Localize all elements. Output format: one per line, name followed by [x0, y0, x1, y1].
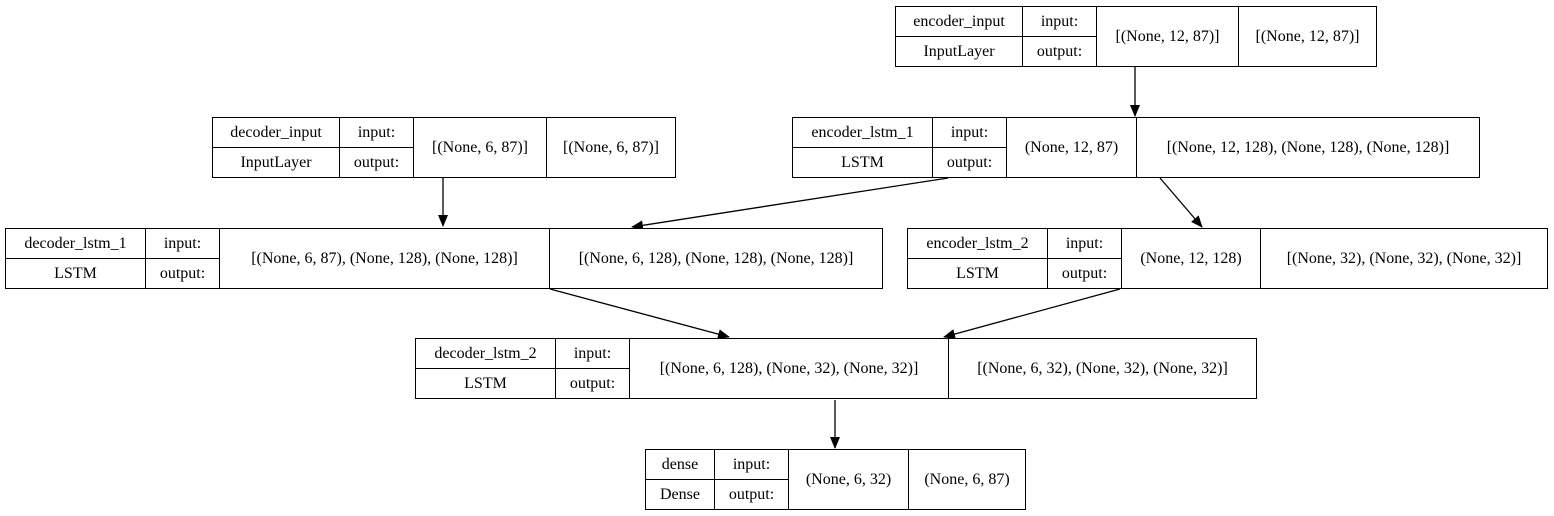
io-label-cell: input: output: — [715, 450, 789, 509]
output-shape-cell: [(None, 12, 128), (None, 128), (None, 12… — [1137, 118, 1479, 177]
layer-type: LSTM — [416, 368, 555, 398]
input-shape: (None, 6, 32) — [805, 470, 892, 488]
node-encoder-lstm-2[interactable]: encoder_lstm_2 LSTM input: output: (None… — [907, 228, 1548, 289]
output-shape-cell: [(None, 6, 87)] — [547, 118, 675, 177]
input-shape-cell: [(None, 12, 87)] — [1097, 7, 1239, 66]
edge-encoder-lstm-2-to-decoder-lstm-2 — [943, 288, 1121, 339]
input-label: input: — [1040, 12, 1079, 30]
layer-name-cell: decoder_lstm_2 LSTM — [416, 339, 556, 398]
layer-name: encoder_lstm_1 — [811, 123, 914, 141]
layer-type: InputLayer — [213, 147, 339, 177]
layer-type: LSTM — [908, 258, 1047, 288]
layer-name-cell: decoder_lstm_1 LSTM — [6, 229, 146, 288]
node-decoder-lstm-2[interactable]: decoder_lstm_2 LSTM input: output: [(Non… — [415, 338, 1257, 399]
input-label: input: — [573, 344, 612, 362]
input-shape: [(None, 6, 87)] — [432, 138, 528, 156]
input-label: input: — [163, 234, 202, 252]
input-label: input: — [357, 123, 396, 141]
layer-name: dense — [661, 455, 699, 473]
layer-name: encoder_input — [913, 12, 1005, 30]
input-label: input: — [732, 455, 771, 473]
node-dense[interactable]: dense Dense input: output: (None, 6, 32)… — [645, 449, 1026, 510]
io-label-cell: input: output: — [340, 118, 414, 177]
output-shape-cell: (None, 6, 87) — [909, 450, 1025, 509]
layer-name: decoder_lstm_1 — [24, 234, 127, 252]
output-shape: [(None, 12, 128), (None, 128), (None, 12… — [1166, 138, 1450, 156]
output-shape: [(None, 6, 32), (None, 32), (None, 32)] — [977, 359, 1228, 377]
layer-type: InputLayer — [896, 36, 1022, 66]
input-shape-cell: [(None, 6, 87)] — [414, 118, 547, 177]
edge-encoder-lstm-1-to-decoder-lstm-1 — [631, 177, 949, 231]
layer-type: LSTM — [793, 147, 932, 177]
layer-name-cell: encoder_input InputLayer — [896, 7, 1023, 66]
output-label: output: — [1048, 258, 1121, 288]
edge-encoder-lstm-1-to-encoder-lstm-2 — [1159, 177, 1203, 228]
layer-name: encoder_lstm_2 — [926, 234, 1029, 252]
input-shape: (None, 12, 87) — [1024, 138, 1119, 156]
output-shape: [(None, 6, 87)] — [563, 138, 659, 156]
input-shape: [(None, 12, 87)] — [1115, 27, 1220, 45]
output-label: output: — [340, 147, 413, 177]
output-label: output: — [933, 147, 1006, 177]
io-label-cell: input: output: — [1048, 229, 1122, 288]
input-shape-cell: (None, 6, 32) — [789, 450, 909, 509]
input-shape-cell: [(None, 6, 87), (None, 128), (None, 128)… — [220, 229, 550, 288]
layer-type: LSTM — [6, 258, 145, 288]
input-shape: [(None, 6, 87), (None, 128), (None, 128)… — [251, 249, 518, 267]
node-decoder-lstm-1[interactable]: decoder_lstm_1 LSTM input: output: [(Non… — [5, 228, 883, 289]
layer-name: decoder_input — [230, 123, 322, 141]
input-shape-cell: (None, 12, 87) — [1007, 118, 1137, 177]
node-decoder-input[interactable]: decoder_input InputLayer input: output: … — [212, 117, 676, 178]
output-shape-cell: [(None, 32), (None, 32), (None, 32)] — [1261, 229, 1547, 288]
node-encoder-lstm-1[interactable]: encoder_lstm_1 LSTM input: output: (None… — [792, 117, 1480, 178]
input-label: input: — [1065, 234, 1104, 252]
layer-type: Dense — [646, 479, 714, 509]
node-encoder-input[interactable]: encoder_input InputLayer input: output: … — [895, 6, 1377, 67]
output-label: output: — [1023, 36, 1096, 66]
output-shape: (None, 6, 87) — [924, 470, 1010, 488]
layer-name-cell: encoder_lstm_1 LSTM — [793, 118, 933, 177]
input-shape: (None, 12, 128) — [1140, 249, 1242, 267]
output-shape-cell: [(None, 12, 87)] — [1239, 7, 1376, 66]
input-shape: [(None, 6, 128), (None, 32), (None, 32)] — [659, 359, 919, 377]
io-label-cell: input: output: — [1023, 7, 1097, 66]
output-shape: [(None, 6, 128), (None, 128), (None, 128… — [578, 249, 854, 267]
output-label: output: — [715, 479, 788, 509]
io-label-cell: input: output: — [556, 339, 630, 398]
output-label: output: — [556, 368, 629, 398]
input-label: input: — [950, 123, 989, 141]
layer-name-cell: decoder_input InputLayer — [213, 118, 340, 177]
output-shape: [(None, 32), (None, 32), (None, 32)] — [1286, 249, 1522, 267]
input-shape-cell: [(None, 6, 128), (None, 32), (None, 32)] — [630, 339, 949, 398]
edge-decoder-lstm-1-to-decoder-lstm-2 — [549, 288, 730, 339]
output-shape-cell: [(None, 6, 128), (None, 128), (None, 128… — [550, 229, 882, 288]
io-label-cell: input: output: — [933, 118, 1007, 177]
output-shape-cell: [(None, 6, 32), (None, 32), (None, 32)] — [949, 339, 1256, 398]
output-label: output: — [146, 258, 219, 288]
layer-name-cell: encoder_lstm_2 LSTM — [908, 229, 1048, 288]
layer-name-cell: dense Dense — [646, 450, 715, 509]
io-label-cell: input: output: — [146, 229, 220, 288]
input-shape-cell: (None, 12, 128) — [1122, 229, 1261, 288]
output-shape: [(None, 12, 87)] — [1255, 27, 1360, 45]
layer-name: decoder_lstm_2 — [434, 344, 537, 362]
